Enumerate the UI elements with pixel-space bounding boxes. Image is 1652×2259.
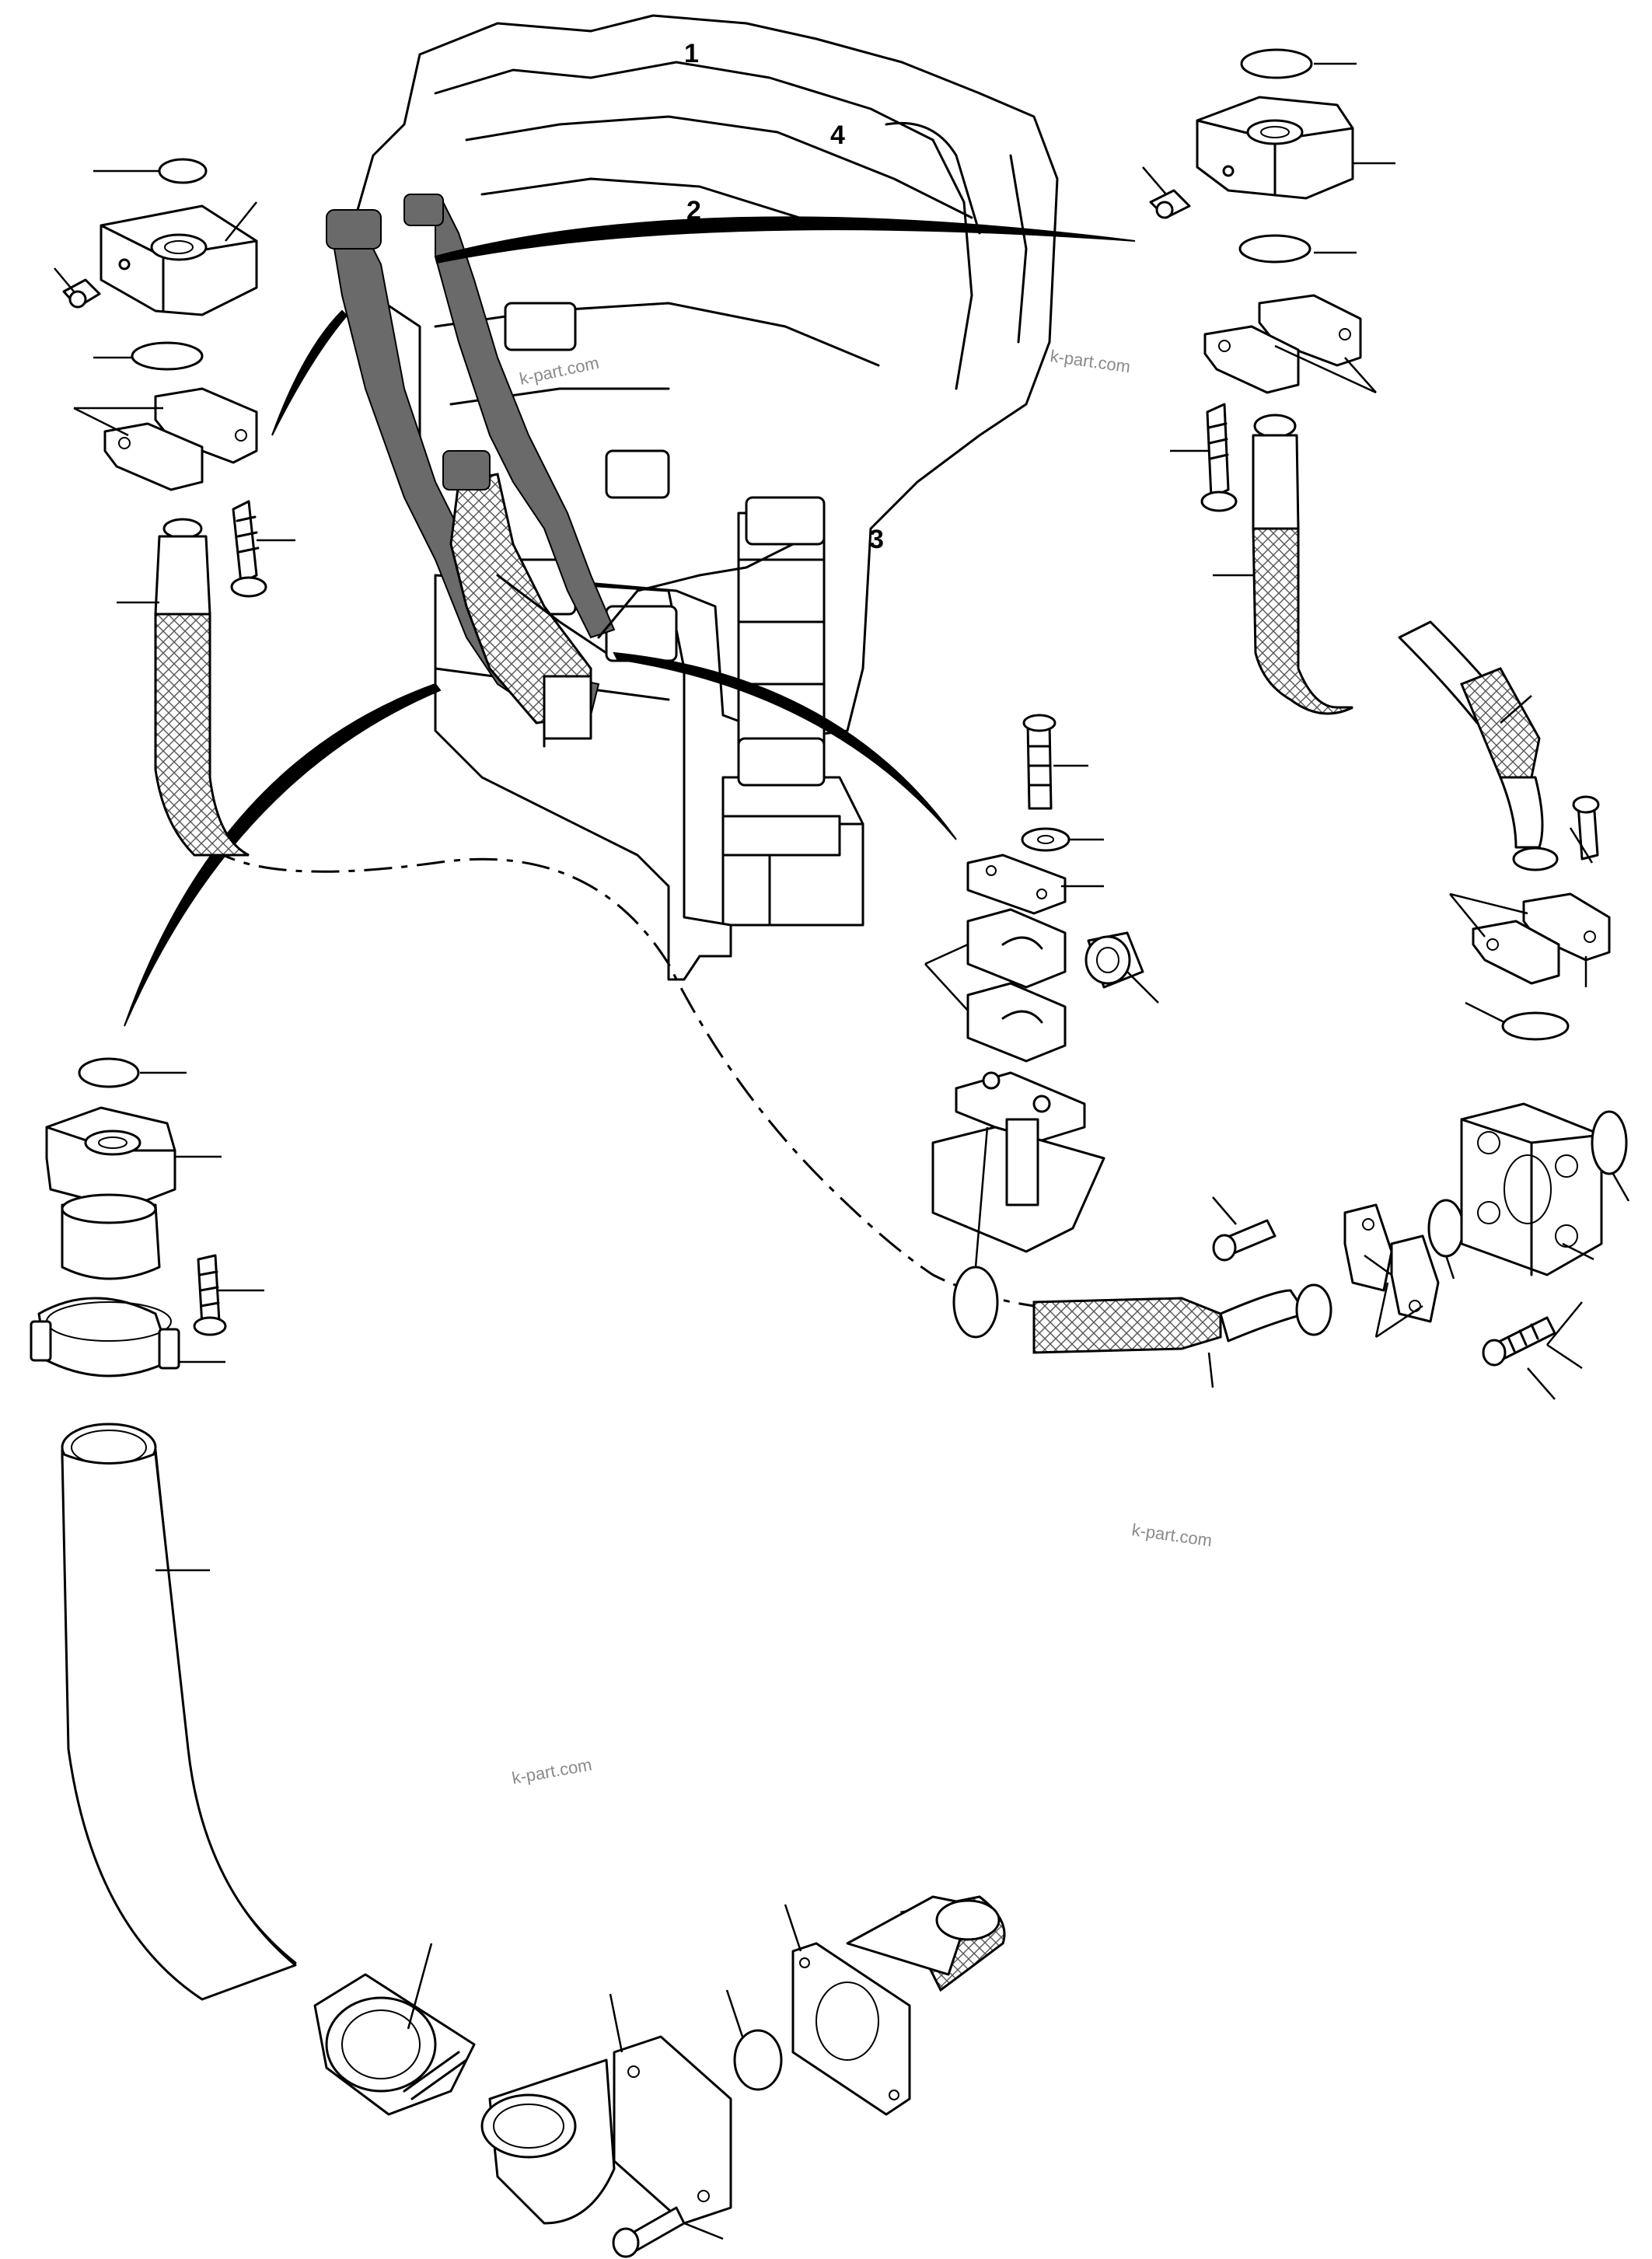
weld-plate — [955, 1071, 1086, 1144]
elbow-flange — [613, 2035, 732, 2225]
outlet-flange — [791, 1942, 911, 2116]
transmission-assembly: 1 2 3 4 — [326, 14, 1059, 981]
flange-group-top-left — [62, 158, 267, 857]
pointer-arrows — [124, 216, 1136, 1027]
watermark: k-part.com — [511, 1754, 594, 1788]
arrow-to-left-flange — [271, 309, 348, 436]
split-flange-half — [154, 387, 258, 464]
split-flange-half — [1522, 892, 1611, 962]
o-ring — [78, 1057, 140, 1088]
o-ring — [1238, 234, 1311, 264]
watermark: k-part.com — [1130, 1520, 1213, 1550]
arrow-to-lower-left — [124, 683, 442, 1027]
o-ring — [1501, 1011, 1570, 1041]
hose-bottom — [1032, 1297, 1222, 1354]
o-ring — [1427, 1199, 1465, 1258]
hose-right — [1252, 527, 1353, 715]
o-ring — [733, 2029, 783, 2091]
bolt — [1206, 403, 1230, 499]
large-elbow-hose — [61, 1423, 297, 2001]
o-ring — [131, 341, 204, 371]
arrow-to-clamp — [613, 651, 957, 840]
right-hose-row — [1032, 1102, 1628, 1367]
o-ring — [1240, 48, 1313, 79]
o-ring — [952, 1266, 999, 1339]
cover-plate — [966, 854, 1067, 915]
flange-group-top-right — [1149, 48, 1611, 1041]
assembly-label-2: 2 — [686, 196, 701, 225]
clamp-half — [966, 908, 1067, 989]
dashed-routing-line — [209, 846, 1035, 1308]
bolt — [232, 500, 258, 585]
washer — [1021, 827, 1070, 852]
watermark: k-part.com — [1049, 346, 1131, 376]
assembly-label-1: 1 — [684, 39, 699, 68]
clamp-stack — [931, 714, 1144, 1339]
assembly-label-4: 4 — [830, 120, 845, 150]
clamp-half — [966, 982, 1067, 1063]
arrow-to-right-flange — [434, 216, 1136, 264]
flange-block — [45, 1106, 176, 1210]
split-flange-half — [1472, 920, 1560, 985]
bottom-outlet-assembly — [313, 1895, 1006, 2258]
flange-group-left — [30, 1057, 227, 1377]
hose-left — [154, 613, 250, 857]
assembly-label-3: 3 — [869, 525, 884, 554]
o-ring — [158, 158, 208, 184]
split-flange-half — [1390, 1234, 1440, 1323]
split-flange-half — [1343, 1203, 1393, 1292]
adapter-sleeve — [61, 1203, 161, 1280]
leader-lines — [54, 62, 1630, 2240]
o-ring — [1591, 1110, 1628, 1175]
